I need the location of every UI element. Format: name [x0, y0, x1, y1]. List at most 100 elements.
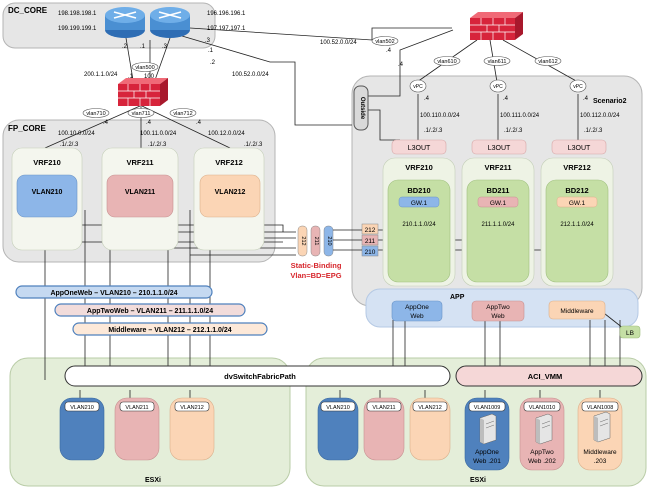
- server-icon: [535, 413, 553, 445]
- vlan611-label: vlan611: [488, 59, 507, 65]
- l3out-box: [391, 139, 447, 155]
- vlan-tag: [366, 401, 402, 412]
- subnet-212: 212.1.1.0/24: [560, 222, 594, 228]
- vlan-tag: [523, 401, 561, 412]
- iface-label: .2: [210, 60, 216, 66]
- outside-device: [353, 85, 369, 131]
- vlan711-label: vlan711: [132, 111, 151, 117]
- subnet-211: 211.1.1.0/24: [482, 222, 516, 228]
- vpc-label: vPC: [493, 84, 503, 90]
- gw-label: GW.1: [411, 200, 428, 207]
- vlan-tag: [468, 401, 506, 412]
- epg-middleware-label: Middleware: [560, 308, 594, 315]
- iface-label: .4: [386, 48, 392, 54]
- gw-box: [556, 196, 598, 208]
- middleware-bar: [72, 322, 268, 336]
- sb-212-label: 212: [300, 236, 306, 245]
- iface-label: .2: [122, 44, 128, 50]
- gw-label: GW.1: [569, 200, 586, 207]
- vpc-label: vPC: [573, 84, 583, 90]
- vrf210-label: VRF210: [33, 158, 61, 167]
- aci-net-110: 100.110.0.0/24: [420, 113, 460, 119]
- bd210-box: [387, 179, 451, 283]
- firewall-icon: [470, 12, 523, 40]
- server-icon: [593, 411, 611, 443]
- vlan-tag-label: VLAN211: [372, 405, 395, 411]
- net-200: 200.1.1.0/24: [84, 72, 118, 78]
- aci-net-111: 100.111.0.0/24: [500, 113, 540, 119]
- epg-middleware: [548, 300, 606, 320]
- gw-box: [398, 196, 440, 208]
- iface-label: .3: [162, 44, 168, 50]
- sb-210-label: 210: [326, 236, 332, 245]
- vm-appone-label: AppOne: [475, 449, 499, 456]
- esxi-left-title: ESXi: [145, 477, 161, 484]
- ip-196: 196.196.196.1: [207, 11, 246, 17]
- fp-dot123: .1/.2/.3: [60, 142, 79, 148]
- apptwo-bar: [54, 303, 246, 317]
- vrf211-label: VRF211: [126, 158, 153, 167]
- aci-vrf212-label: VRF212: [563, 163, 591, 172]
- appone-bar: [15, 285, 213, 299]
- aci-dot123: .1/.2/.3: [504, 128, 523, 134]
- apptwo-bar-label: AppTwoWeb – VLAN211 – 211.1.1.0/24: [87, 308, 213, 315]
- dvswitch-bar: [64, 365, 451, 387]
- static-binding-label-2: Vlan=BD=EPG: [290, 271, 341, 280]
- vlan500-tag: [131, 62, 159, 72]
- net-100-52-right: 100.52.0.0/24: [320, 40, 357, 46]
- appone-bar-label: AppOneWeb – VLAN210 – 210.1.1.0/24: [50, 290, 177, 297]
- fp-net-10: 100.10.0.0/24: [58, 131, 95, 137]
- sb-211-cylinder: [310, 225, 321, 257]
- vm-appone-label-2: Web .201: [473, 458, 501, 465]
- vlan712-label: vlan712: [173, 111, 192, 117]
- esxi-vlan211: [114, 397, 160, 461]
- aci-vmm-bar: [455, 365, 643, 387]
- app-title: APP: [450, 294, 465, 301]
- vlan-tag: [64, 401, 100, 412]
- outside-label: Outside: [359, 97, 365, 120]
- gw-label: GW.1: [490, 200, 507, 207]
- vlan-tag-label: VLAN1009: [474, 405, 501, 411]
- dvswitch-label: dvSwitchFabricPath: [224, 372, 296, 381]
- vlan-tag-label: VLAN211: [125, 405, 148, 411]
- epg-apptwo-label: AppTwo: [486, 304, 510, 311]
- esxi-vlan210: [317, 397, 359, 461]
- net-100-52-left: 100.52.0.0/24: [232, 72, 269, 78]
- l3out-label: L3OUT: [488, 145, 511, 152]
- esxi-vlan212: [409, 397, 451, 461]
- fp-dot4: .4: [196, 120, 202, 126]
- aci-dot123: .1/.2/.3: [584, 128, 603, 134]
- vlan210-label: VLAN210: [32, 189, 63, 196]
- vpc-tag: [409, 79, 427, 93]
- esxi-right-title: ESXi: [470, 477, 486, 484]
- l3out-label: L3OUT: [408, 145, 431, 152]
- aci-vrf210-label: VRF210: [405, 163, 433, 172]
- sb-210-cylinder: [323, 225, 334, 257]
- vlan-tag: [119, 401, 155, 412]
- ip-197: 197.197.197.1: [207, 26, 246, 32]
- bd211-box: [466, 179, 530, 283]
- vlan210-box: [16, 174, 78, 218]
- vlan502-tag: [371, 36, 399, 46]
- server-icon: [479, 413, 497, 445]
- epg-appone-label: AppOne: [405, 304, 429, 311]
- iface-label: .1: [208, 48, 214, 54]
- vlan611-tag: [483, 56, 511, 66]
- vlan211-box: [106, 174, 174, 218]
- port-210: 210: [365, 249, 376, 256]
- epg-appone-label-2: Web: [410, 313, 424, 320]
- vlan212-box: [199, 174, 261, 218]
- vlan211-label: VLAN211: [125, 189, 155, 196]
- aci-ports: [361, 223, 379, 257]
- vlan610-label: vlan610: [437, 59, 456, 65]
- sb-212-cylinder: [297, 225, 308, 257]
- vm-apptwo-label-2: Web .202: [528, 458, 556, 465]
- vlan610-tag: [433, 56, 461, 66]
- fp-core-title: FP_CORE: [8, 124, 46, 133]
- fp-dot123: .1/.2/.3: [148, 142, 167, 148]
- lb-box: [619, 325, 641, 339]
- l3out-label: L3OUT: [568, 145, 591, 152]
- lb-label: LB: [626, 330, 634, 337]
- vrf212-label: VRF212: [215, 158, 243, 167]
